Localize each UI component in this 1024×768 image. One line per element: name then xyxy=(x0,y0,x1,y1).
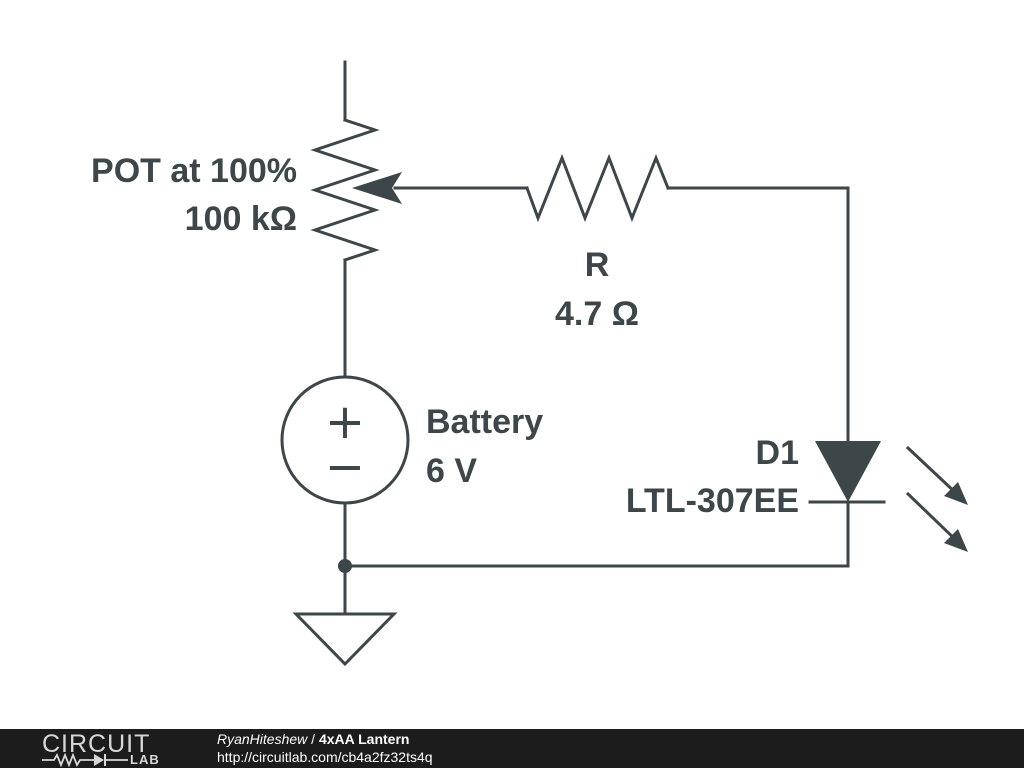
led-light-arrows-icon xyxy=(905,445,968,552)
junction-dot xyxy=(338,559,352,573)
byline-separator: / xyxy=(311,731,316,747)
battery-label: Battery xyxy=(426,403,543,441)
wire-bottom-return xyxy=(343,500,850,568)
led-diode xyxy=(808,441,968,552)
circuit-schematic: POT at 100% 100 kΩ R 4.7 Ω + − Battery 6… xyxy=(91,60,968,667)
led-label: D1 xyxy=(756,434,799,472)
battery-plus-icon: + xyxy=(325,394,365,450)
footer-bar: CIRCUIT LAB RyanHiteshew / 4xAA Lantern … xyxy=(0,729,1024,768)
resistor-zigzag xyxy=(525,153,670,223)
ground-icon xyxy=(292,612,398,667)
battery-source: + − xyxy=(280,375,410,616)
battery-value: 6 V xyxy=(426,452,477,490)
logo-resistor-diode-icon xyxy=(42,753,128,767)
circuit-title[interactable]: 4xAA Lantern xyxy=(318,731,410,747)
circuit-byline: RyanHiteshew / 4xAA Lantern xyxy=(217,731,409,747)
pot-wiper-arrow-icon xyxy=(352,172,402,204)
pot-label: POT at 100% xyxy=(91,152,297,190)
led-triangle-icon xyxy=(815,441,881,502)
logo-text-circuit: CIRCUIT xyxy=(42,730,151,758)
circuitlab-logo[interactable]: CIRCUIT LAB xyxy=(42,730,182,767)
resistor-value: 4.7 Ω xyxy=(555,295,639,333)
resistor-label: R xyxy=(585,246,610,284)
author-link[interactable]: RyanHiteshew xyxy=(217,731,308,747)
battery-minus-icon: − xyxy=(325,439,365,495)
led-part-number: LTL-307EE xyxy=(626,482,799,520)
pot-value: 100 kΩ xyxy=(185,200,297,238)
potentiometer xyxy=(310,60,402,378)
logo-text-lab: LAB xyxy=(130,752,160,767)
circuit-url[interactable]: http://circuitlab.com/cb4a2fz32ts4q xyxy=(217,749,433,765)
wire-resistor-to-led xyxy=(666,186,850,443)
pot-zigzag xyxy=(310,118,380,262)
